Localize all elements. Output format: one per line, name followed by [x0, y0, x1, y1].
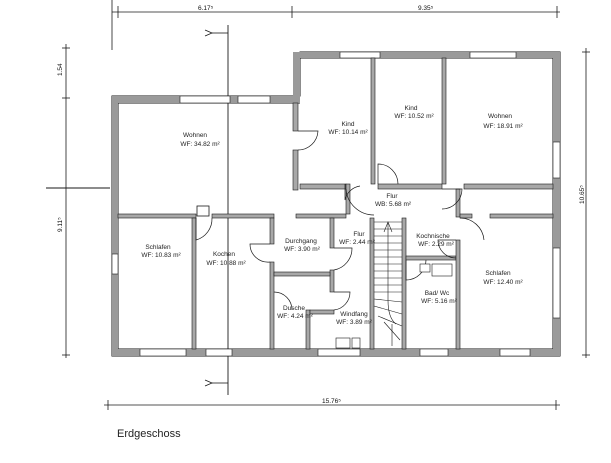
outer-walls [111, 51, 561, 357]
dim-right: 10.65⁵ [579, 185, 586, 204]
chimney [196, 205, 210, 217]
windows [111, 51, 561, 357]
room-kind-2-area: WF: 10.52 m² [394, 113, 434, 120]
dim-top-left: 6.17⁵ [198, 5, 214, 12]
fixtures [335, 263, 453, 349]
room-dusche-area: WF: 4.24 m² [277, 313, 314, 320]
room-schlafen-right-name: Schlafen [485, 270, 511, 277]
room-schlafen-left-area: WF: 10.83 m² [141, 252, 181, 259]
room-durchgang-area: WF: 3.90 m² [284, 246, 321, 253]
room-flur-upper-name: Flur [386, 193, 398, 200]
room-wohnen-left-area: WF: 34.82 m² [180, 141, 220, 148]
room-kochnische-name: Kochnische [416, 233, 450, 240]
room-kind-1-name: Kind [341, 121, 354, 128]
room-labels: Wohnen WF: 34.82 m² Kind WF: 10.14 m² Ki… [141, 105, 523, 326]
room-bad-wc-name: Bad/ Wc [425, 290, 450, 297]
room-dusche-name: Dusche [283, 305, 305, 312]
room-bad-wc-area: WF: 5.16 m² [421, 298, 458, 305]
dimension-labels: 6.17⁵ 9.35⁵ 1.54 9.11⁵ 10.65⁵ 15.76⁵ [57, 5, 586, 405]
dimension-lines [46, 0, 590, 410]
dim-left-upper: 1.54 [57, 63, 64, 76]
door-swings [195, 130, 485, 311]
dim-left-lower: 9.11⁵ [57, 217, 64, 232]
room-wohnen-right-name: Wohnen [488, 113, 512, 120]
plan-title: Erdgeschoss [117, 428, 181, 440]
room-flur-upper-area: WB: 5.68 m² [375, 201, 412, 208]
room-schlafen-right-area: WF: 12.40 m² [483, 279, 523, 286]
staircase [373, 221, 403, 346]
room-kochen-name: Kochen [213, 251, 235, 258]
room-wohnen-right-area: WF: 18.91 m² [483, 123, 523, 130]
room-kind-1-area: WF: 10.14 m² [328, 129, 368, 136]
room-flur-lower-name: Flur [353, 231, 365, 238]
room-windfang-area: WF: 3.89 m² [336, 319, 373, 326]
room-durchgang-name: Durchgang [285, 238, 317, 245]
dim-top-right: 9.35⁵ [418, 5, 434, 12]
room-kochnische-area: WF: 2.29 m² [418, 241, 455, 248]
room-wohnen-left-name: Wohnen [183, 132, 207, 139]
room-kind-2-name: Kind [404, 105, 417, 112]
dim-bottom: 15.76⁵ [322, 398, 341, 405]
room-windfang-name: Windfang [340, 311, 368, 318]
room-kochen-area: WF: 10.88 m² [206, 260, 246, 267]
room-schlafen-left-name: Schlafen [145, 244, 171, 251]
inner-walls [117, 57, 554, 350]
room-flur-lower-area: WF: 2.44 m² [339, 239, 376, 246]
